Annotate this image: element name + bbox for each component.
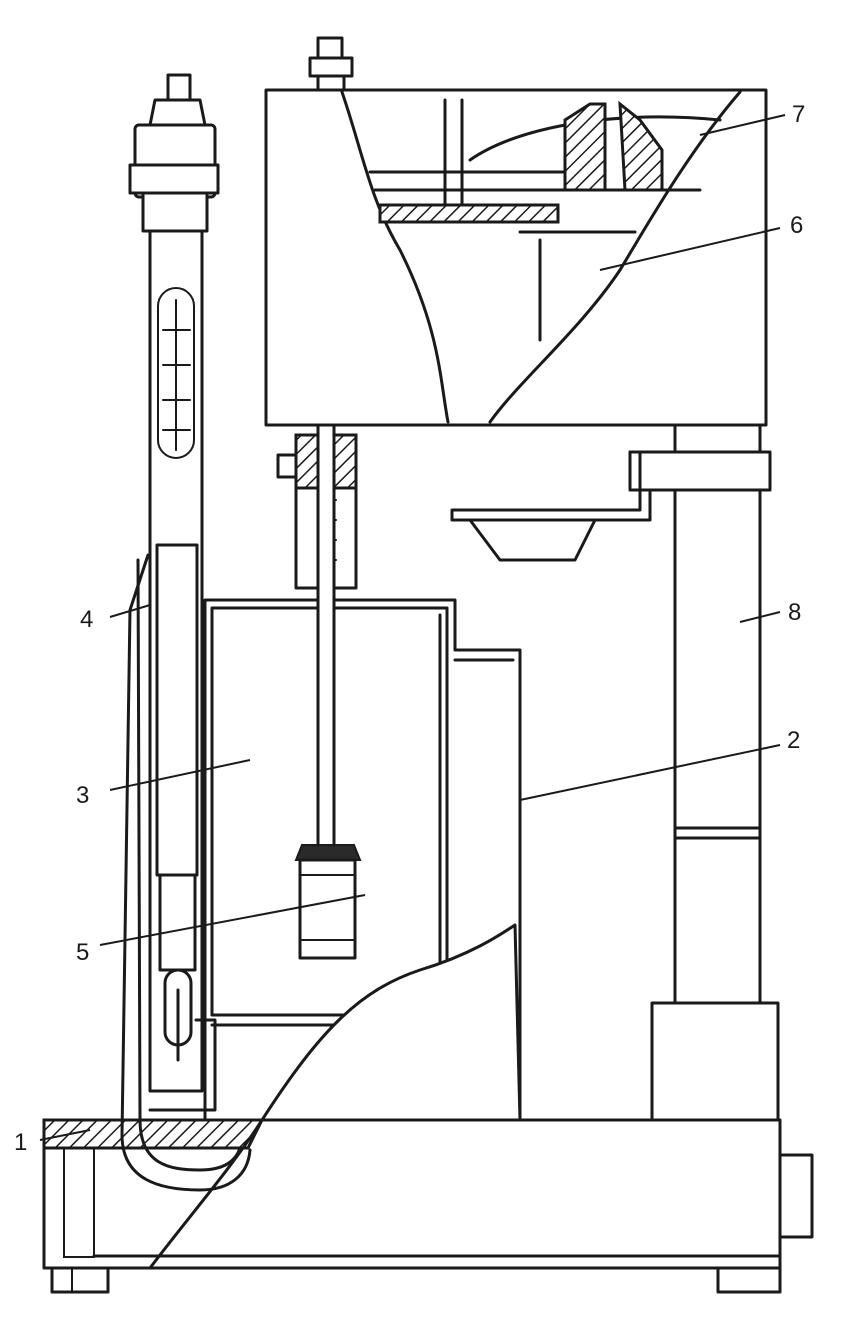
bracket-cup	[468, 518, 597, 562]
upper-housing	[264, 36, 768, 427]
gear-hatched-right	[618, 100, 664, 192]
gear-hatched-left	[563, 102, 607, 192]
thermometer-column	[128, 73, 220, 1093]
base-hatched-section	[42, 1118, 265, 1150]
plunger-weight	[298, 858, 357, 960]
base-left-foot	[50, 1266, 110, 1294]
label-3: 3	[76, 782, 89, 809]
column-stand	[450, 423, 780, 1122]
label-7: 7	[792, 101, 805, 128]
base-right-foot	[716, 1266, 782, 1294]
base-housing	[42, 1118, 814, 1294]
spindle-assembly	[276, 418, 362, 960]
base-side-knob	[778, 1153, 814, 1239]
callout-labels: 1 2 3 4 5 6 7 8	[14, 101, 805, 1156]
cutaway-plate	[378, 203, 560, 224]
label-2: 2	[787, 727, 800, 754]
cutaway-panel	[260, 923, 522, 1122]
label-1: 1	[14, 1129, 27, 1156]
label-8: 8	[788, 599, 801, 626]
label-4: 4	[80, 606, 93, 633]
label-6: 6	[790, 212, 803, 239]
plunger-cap	[294, 844, 362, 861]
leader-lines	[39, 114, 786, 1141]
label-5: 5	[76, 939, 89, 966]
